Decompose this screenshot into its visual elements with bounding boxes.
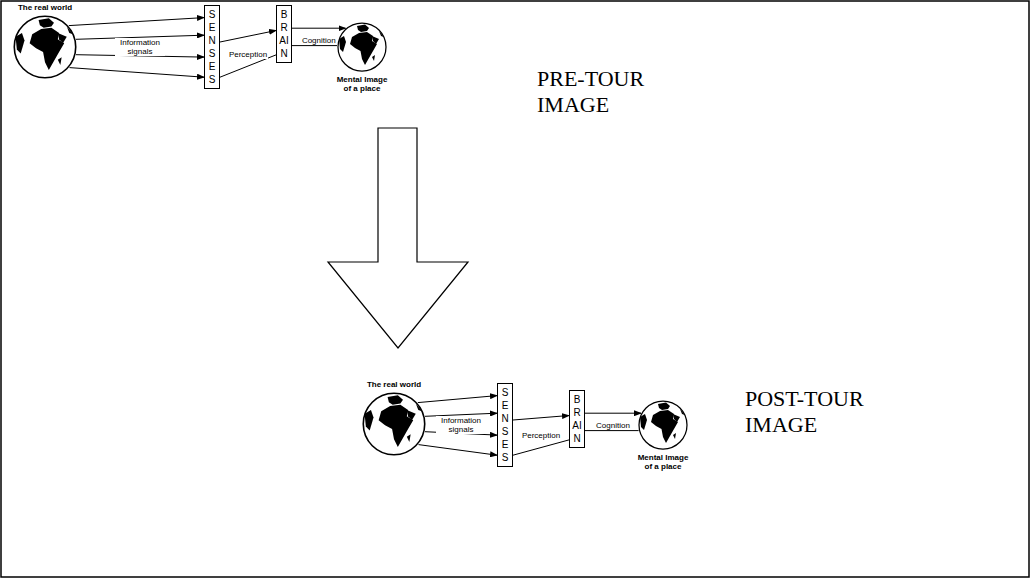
connector-arrow [292,28,346,29]
connector-arrow [292,45,337,46]
globe-label: The real world [18,3,72,12]
globe-label: Mental Image of a place [333,75,391,93]
globe-drawing [337,22,387,72]
connector-arrow [70,68,205,78]
globe-drawing [13,15,77,79]
globe-node: Mental Image of a place [337,22,387,72]
globe-label: The real world [367,380,421,389]
connector-arrow [418,396,497,403]
box-text: SENSES [207,8,217,86]
edge-label: Information signals [115,38,165,56]
connector-arrow [513,440,569,455]
vertical-box: BRAIN [569,390,585,448]
edge-label: Perception [228,50,268,59]
box-text: BRAIN [279,8,289,60]
edge-label: Cognition [595,421,631,430]
connector-arrow [513,416,569,421]
vertical-box: SENSES [204,5,220,89]
connector-arrow [585,413,641,414]
edge-label: Perception [521,431,561,440]
connector-arrow [69,18,204,26]
image-label: PRE-TOUR IMAGE [537,66,657,118]
hollow-down-arrow [328,128,468,348]
edge-label: Cognition [301,36,337,45]
globe-label: Mental Image of a place [634,453,692,471]
globe-drawing [638,400,688,450]
globe-node: The real world [13,15,77,79]
vertical-box: BRAIN [276,5,292,63]
image-label: POST-TOUR IMAGE [745,386,865,438]
globe-node: The real world [362,392,426,456]
vertical-box: SENSES [497,383,513,467]
edge-label: Information signals [436,416,486,434]
connector-arrow [585,430,639,431]
connector-arrow [220,31,276,43]
globe-drawing [362,392,426,456]
box-text: BRAIN [572,393,582,445]
globe-node: Mental Image of a place [638,400,688,450]
box-text: SENSES [500,386,510,464]
connector-arrow [419,445,498,456]
